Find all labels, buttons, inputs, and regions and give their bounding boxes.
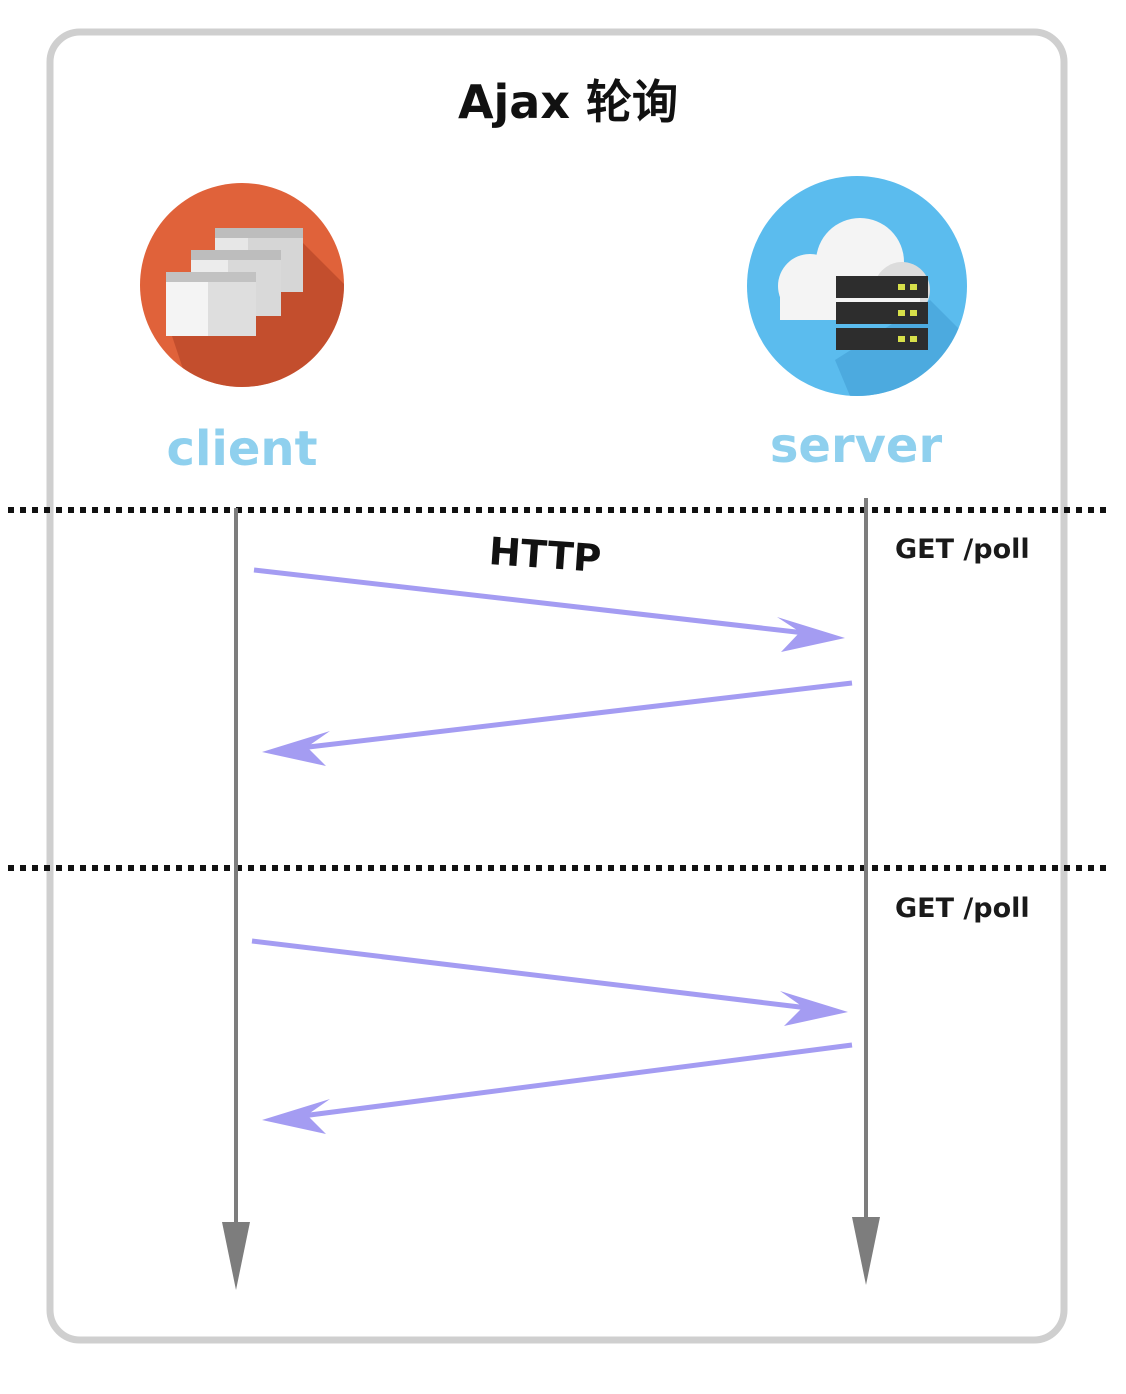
client-lifeline	[222, 508, 250, 1290]
round-2-request-label: GET /poll	[895, 893, 1030, 924]
protocol-label: HTTP	[487, 529, 602, 581]
client-label: client	[166, 421, 317, 477]
server-lifeline	[852, 498, 880, 1285]
round-2-response-arrow	[262, 1042, 853, 1134]
round-2-request-arrow	[251, 938, 848, 1026]
browser-windows-icon	[140, 183, 344, 387]
server-label: server	[770, 418, 943, 474]
round-1-response-arrow	[262, 680, 853, 766]
round-1-request-label: GET /poll	[895, 534, 1030, 565]
diagram-frame	[46, 28, 1068, 1344]
round-1-request-arrow	[253, 567, 845, 652]
diagram-title: Ajax 轮询	[458, 75, 678, 129]
cloud-server-icon	[747, 176, 967, 396]
